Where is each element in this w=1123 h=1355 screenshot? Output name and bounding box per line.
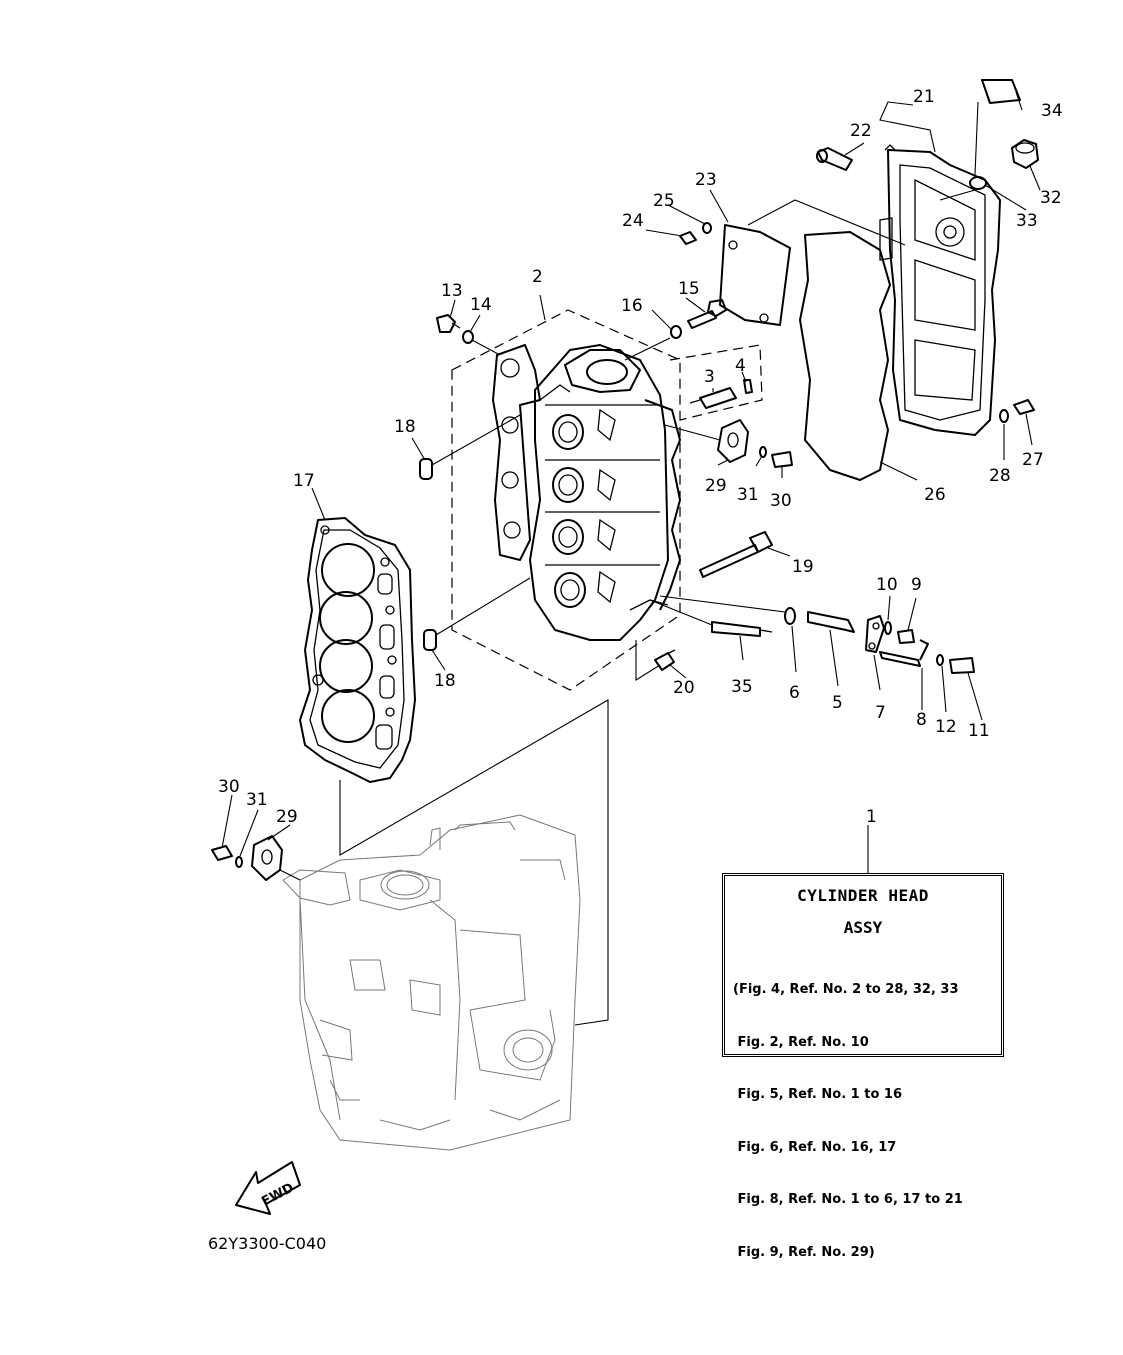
fwd-arrow: FWD: [235, 1161, 301, 1215]
callout-18-lower: 18: [434, 671, 456, 691]
callout-31-upper: 31: [737, 485, 759, 505]
bolt-30-upper: [771, 451, 793, 468]
callout-29-lower: 29: [276, 807, 298, 827]
oil-filler-cap-32: [1011, 139, 1039, 169]
bolt-30-lower: [211, 845, 233, 861]
link-8: [879, 639, 929, 667]
callout-31-lower: 31: [246, 790, 268, 810]
callout-34: 34: [1041, 101, 1063, 121]
reference-line: Fig. 2, Ref. No. 10: [733, 1034, 869, 1050]
callout-13: 13: [441, 281, 463, 301]
dowel-pin-lower: [423, 577, 531, 651]
callout-18-upper: 18: [394, 417, 416, 437]
seal-6: [659, 595, 796, 625]
anode-group-outline: [669, 344, 763, 421]
grommet-4: [743, 379, 753, 394]
washer-31-upper: [759, 446, 767, 458]
bolt-9: [897, 629, 915, 644]
reference-line: (Fig. 4, Ref. No. 2 to 28, 32, 33: [733, 982, 959, 997]
info-box-references: (Fig. 4, Ref. No. 2 to 28, 32, 33 Fig. 2…: [733, 946, 963, 1296]
callout-2: 2: [532, 267, 543, 287]
washer-28: [999, 409, 1009, 423]
head-gasket: [299, 517, 416, 783]
callout-10: 10: [876, 575, 898, 595]
callout-27: 27: [1022, 450, 1044, 470]
fwd-label: FWD: [259, 1180, 296, 1209]
plate-29-upper: [664, 419, 749, 463]
reference-line: Fig. 8, Ref. No. 1 to 6, 17 to 21: [733, 1192, 963, 1207]
bolt-19: [699, 531, 773, 578]
callout-22: 22: [850, 121, 872, 141]
reference-line: Fig. 9, Ref. No. 29): [733, 1244, 875, 1260]
engine-block-ghost: [282, 814, 581, 1151]
callout-14: 14: [470, 295, 492, 315]
callout-33: 33: [1016, 211, 1038, 231]
callout-24: 24: [622, 211, 644, 231]
callout-29-upper: 29: [705, 476, 727, 496]
callout-6: 6: [789, 683, 800, 703]
callout-16: 16: [621, 296, 643, 316]
washer-16: [624, 325, 682, 361]
washer-31-lower: [235, 856, 243, 868]
callout-1: 1: [866, 807, 877, 827]
callout-17: 17: [293, 471, 315, 491]
callout-15: 15: [678, 279, 700, 299]
reference-line: Fig. 6, Ref. No. 16, 17: [733, 1139, 897, 1155]
callout-21: 21: [913, 87, 935, 107]
info-box-subtitle: ASSY: [843, 918, 883, 937]
callout-20: 20: [673, 678, 695, 698]
cylinder-head: [451, 309, 681, 691]
collar-22: [816, 147, 853, 171]
callout-7: 7: [875, 703, 886, 723]
callout-12: 12: [935, 717, 957, 737]
callout-32: 32: [1040, 188, 1062, 208]
shaft-5: [807, 611, 855, 633]
bolt-11: [949, 657, 975, 674]
info-box-title: CYLINDER HEAD: [797, 886, 929, 905]
callout-11: 11: [968, 721, 990, 741]
callout-23: 23: [695, 170, 717, 190]
label-34: [974, 79, 1021, 176]
callout-35: 35: [731, 677, 753, 697]
connector-lines: [339, 699, 609, 1026]
callout-3: 3: [704, 367, 715, 387]
callout-30-lower: 30: [218, 777, 240, 797]
o-ring-33: [939, 176, 987, 201]
callout-28: 28: [989, 466, 1011, 486]
callout-4: 4: [735, 356, 746, 376]
washer-14: [462, 330, 501, 356]
anode-3: [689, 387, 737, 409]
dowel-pin-upper: [419, 414, 521, 480]
bolt-20: [635, 640, 676, 681]
diagram-code: 62Y3300-C040: [208, 1234, 327, 1253]
spark-plug-35: [649, 599, 773, 637]
bolt-24: [679, 231, 697, 245]
plate-29-lower: [251, 835, 301, 881]
washer-25: [702, 222, 712, 234]
cylinder-head-cover-21: [879, 144, 1001, 436]
callout-19: 19: [792, 557, 814, 577]
washer-10: [884, 621, 892, 635]
callout-9: 9: [911, 575, 922, 595]
lever-7: [865, 615, 885, 653]
callout-8: 8: [916, 710, 927, 730]
cover-gasket-26: [747, 199, 906, 481]
callout-25: 25: [653, 191, 675, 211]
cover-23: [719, 224, 791, 326]
clip-12: [936, 654, 944, 666]
reference-line: Fig. 5, Ref. No. 1 to 16: [733, 1087, 902, 1102]
callout-30-upper: 30: [770, 491, 792, 511]
callout-26: 26: [924, 485, 946, 505]
bolt-27: [1013, 399, 1035, 415]
callout-labels: 1 2 3 4 5 6 7 8 9 10 11 12 13 14 15 16 1…: [218, 87, 1063, 827]
bolt-13: [436, 314, 461, 333]
assembly-info-box: CYLINDER HEAD ASSY (Fig. 4, Ref. No. 2 t…: [722, 873, 1004, 1260]
leader-lines: [221, 91, 1041, 873]
callout-5: 5: [832, 693, 843, 713]
